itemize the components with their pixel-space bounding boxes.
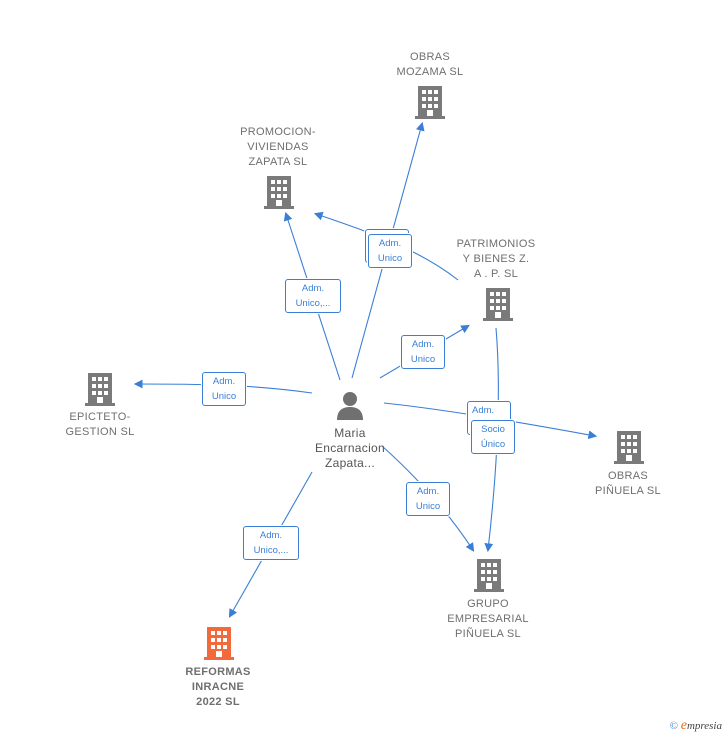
node-label: GRUPO EMPRESARIAL PIÑUELA SL [447,598,529,640]
node-label: EPICTETO- GESTION SL [65,411,135,438]
node-label: REFORMAS INRACNE 2022 SL [185,666,251,708]
building-icon [264,176,294,209]
person-label: Maria Encarnacion Zapata... [314,426,385,470]
brand-logo-e: e [680,718,687,733]
badge-adm-unico-reformas[interactable]: Adm. Unico,... [243,526,299,560]
building-icon [204,627,234,660]
node-obras-mozama[interactable]: OBRAS MOZAMA SL [378,50,482,119]
node-grupo[interactable]: GRUPO EMPRESARIAL PIÑUELA SL [436,558,540,642]
badge-adm-unico-patrimonios[interactable]: Adm. Unico [401,335,445,369]
node-epicteto[interactable]: EPICTETO- GESTION SL [48,370,152,440]
copyright-icon: © [669,720,678,732]
badge-adm-unico-grupo[interactable]: Adm. Unico [406,482,450,516]
building-icon [483,288,513,321]
node-label: OBRAS PIÑUELA SL [595,470,661,497]
node-label: OBRAS MOZAMA SL [396,51,464,78]
building-icon [85,373,115,406]
node-label: PATRIMONIOS Y BIENES Z. A . P. SL [456,238,536,280]
node-person[interactable]: Maria Encarnacion Zapata... [298,390,402,471]
footer-brand: © empresia [670,718,722,734]
badge-adm-unico-promocion[interactable]: Adm. Unico,... [285,279,341,313]
badge-socio-unico[interactable]: Socio Único [471,420,515,454]
building-icon [474,559,504,592]
badge-adm-unico-mozama[interactable]: Adm. Unico [368,234,412,268]
node-promocion[interactable]: PROMOCION- VIVIENDAS ZAPATA SL [226,125,330,209]
brand-logo-text: mpresia [686,720,722,732]
node-obras-pinuela[interactable]: OBRAS PIÑUELA SL [576,430,680,499]
node-reformas[interactable]: REFORMAS INRACNE 2022 SL [166,626,270,710]
node-patrimonios[interactable]: PATRIMONIOS Y BIENES Z. A . P. SL [444,237,548,321]
building-icon [614,431,644,464]
badge-adm-unico-epicteto[interactable]: Adm. Unico [202,372,246,406]
person-icon [337,392,363,420]
building-icon [415,86,445,119]
node-label: PROMOCION- VIVIENDAS ZAPATA SL [240,126,316,168]
